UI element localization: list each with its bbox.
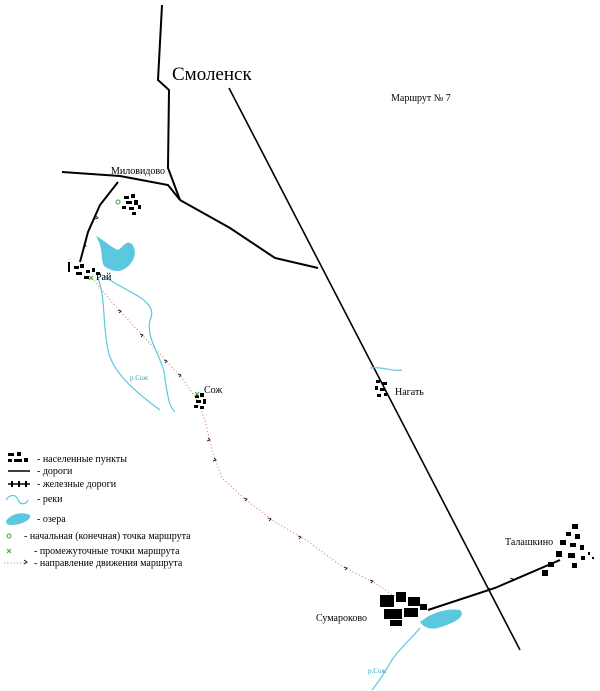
place-label-milovidovo: Миловидово — [111, 166, 165, 177]
legend-direction: - направление движения маршрута — [34, 558, 183, 569]
direction-arrow — [369, 579, 374, 584]
direction-arrow — [82, 243, 87, 248]
direction-arrow — [243, 497, 248, 502]
main-highway — [228, 87, 521, 651]
direction-arrow — [509, 577, 514, 582]
place-label-nagat: Нагать — [395, 387, 424, 398]
settlement-nagat — [375, 380, 387, 397]
lake-sumarokovo — [420, 609, 462, 629]
lakes — [96, 236, 462, 629]
start-end-marker — [115, 199, 121, 205]
settlement-rai — [68, 262, 100, 279]
direction-arrow — [177, 373, 182, 378]
settlement-milovidovo — [122, 194, 141, 215]
direction-arrows — [82, 215, 514, 592]
roads — [61, 4, 561, 611]
legend-settlements: - населенные пункты — [37, 454, 127, 465]
direction-arrow — [94, 215, 99, 220]
road-sumarokovo-talashkino — [427, 559, 561, 611]
direction-arrow — [212, 457, 217, 462]
legend-start-end-symbol — [6, 533, 12, 539]
city-label: Смоленск — [172, 64, 252, 85]
settlement-sumarokovo — [380, 592, 427, 626]
place-label-rai: Рай — [96, 272, 112, 283]
river-label-sozh-lower: р.Сож — [368, 667, 386, 675]
direction-arrow — [163, 359, 168, 364]
direction-arrow — [343, 566, 348, 571]
direction-arrow — [297, 535, 302, 540]
waypoint-marker — [88, 275, 94, 281]
lake-rai — [96, 236, 135, 272]
direction-arrow — [487, 587, 492, 592]
road-north — [156, 4, 181, 201]
legend-waypoints: - промежуточные точки маршрута — [34, 546, 180, 557]
rivers — [97, 275, 421, 691]
settlement-sozh — [194, 393, 206, 409]
waypoint-marker — [194, 391, 200, 397]
legend-direction-arrow — [23, 559, 28, 565]
settlement-talashkino — [542, 524, 594, 576]
river-sozh-south — [371, 627, 421, 691]
legend-waypoint-symbol — [6, 548, 12, 554]
river-label-sozh-upper: р.Сож — [130, 374, 148, 382]
place-label-sumarokovo: Сумароково — [316, 613, 367, 624]
road-to-highway — [179, 199, 319, 269]
legend-railway-symbol — [8, 481, 30, 487]
place-label-sozh: Сож — [204, 385, 222, 396]
legend-rivers: - реки — [37, 494, 63, 505]
legend-lake-symbol — [6, 513, 31, 525]
direction-arrow — [267, 517, 272, 522]
legend-start-end: - начальная (конечная) точка маршрута — [24, 531, 191, 542]
direction-arrow — [117, 309, 122, 314]
legend-roads: - дороги — [37, 466, 73, 477]
route-line — [91, 277, 403, 603]
legend-railways: - железные дороги — [37, 479, 117, 490]
direction-arrow — [139, 333, 144, 338]
route-title: Маршрут № 7 — [391, 93, 451, 104]
legend-settlement-symbol — [8, 452, 28, 462]
river-sozh-west — [97, 277, 161, 411]
road-milovidovo-west — [61, 171, 181, 201]
place-label-talashkino: Талашкино — [505, 537, 553, 548]
river-nagat — [369, 366, 403, 372]
river-sozh-east — [103, 275, 176, 413]
legend-river-symbol — [5, 494, 29, 505]
legend-lakes: - озера — [37, 514, 66, 525]
legend: - населенные пункты - дороги - железные … — [4, 452, 191, 569]
direction-arrow — [206, 437, 211, 442]
